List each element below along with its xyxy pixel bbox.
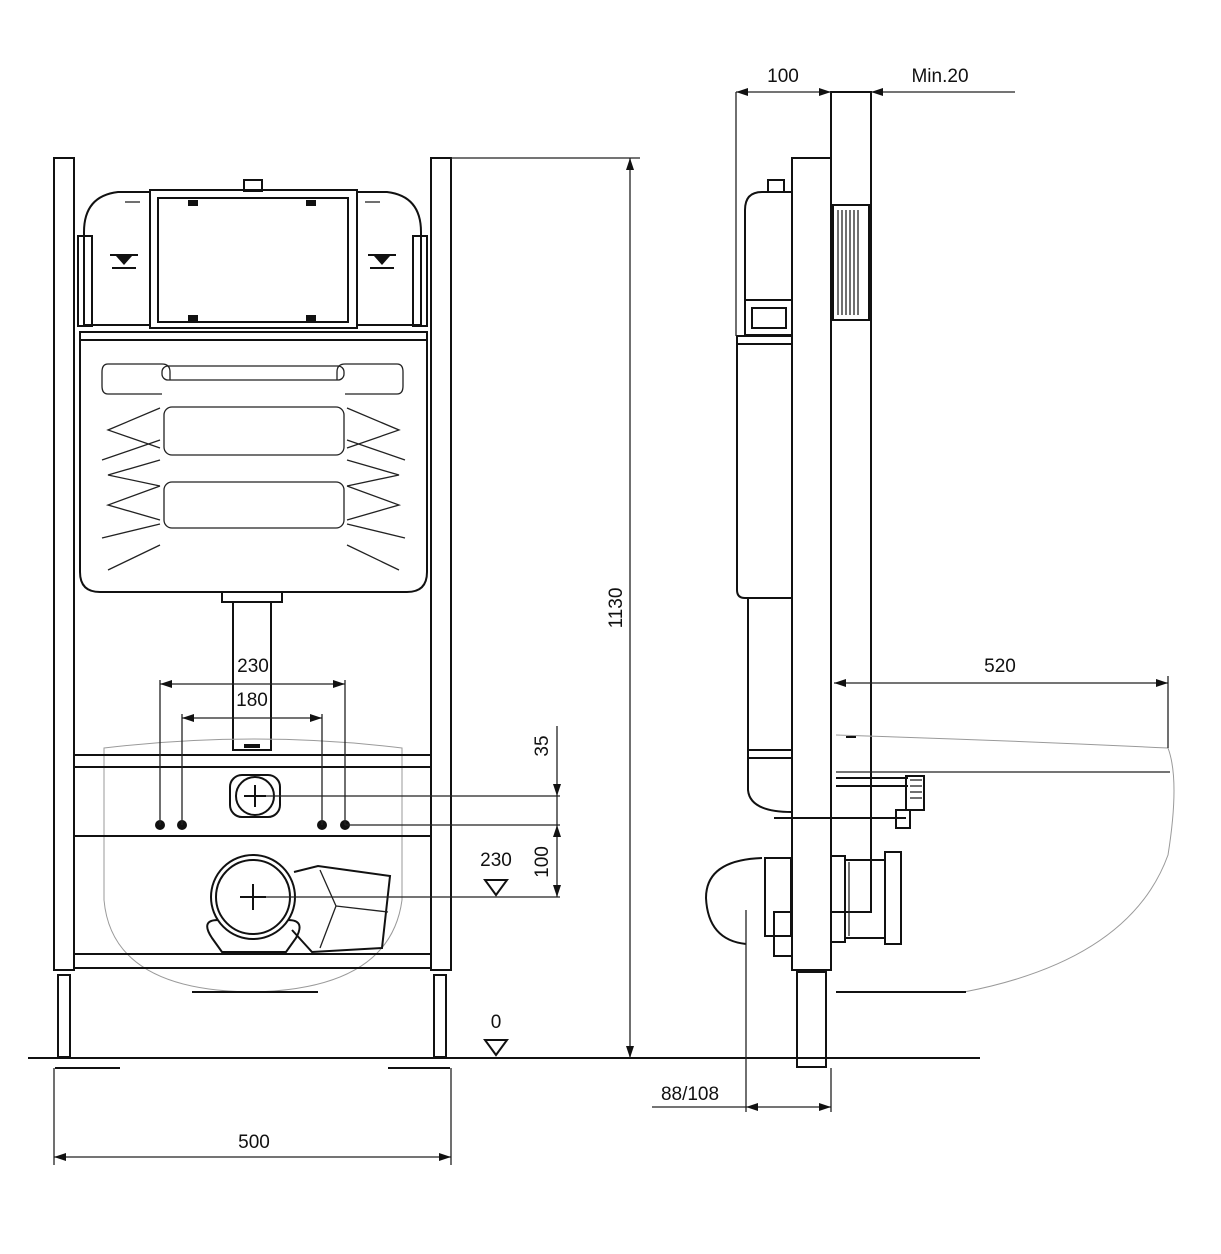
side-inlet bbox=[774, 775, 925, 829]
level-230-label: 230 bbox=[480, 850, 512, 871]
front-view: 500 230 180 35 100 bbox=[28, 157, 980, 1165]
dim-pipe-spacing: 230 180 bbox=[159, 656, 346, 825]
level-0: 0 bbox=[483, 1012, 509, 1057]
side-flush-pipe bbox=[747, 597, 793, 814]
dim-min20-label: Min.20 bbox=[911, 66, 968, 87]
dim-side-100-label: 100 bbox=[767, 66, 799, 87]
dim-vertical-offsets: 35 100 bbox=[266, 726, 561, 898]
flush-plate bbox=[832, 204, 870, 321]
level-230-marker bbox=[483, 879, 509, 897]
dim-100-label: 100 bbox=[532, 846, 553, 878]
dim-520-label: 520 bbox=[984, 656, 1016, 677]
wall bbox=[830, 91, 872, 913]
flush-pipe bbox=[221, 591, 283, 751]
side-cistern bbox=[736, 179, 793, 599]
dim-520: 520 bbox=[834, 656, 1169, 748]
dim-88-108-label: 88/108 bbox=[661, 1084, 719, 1105]
level-0-marker bbox=[483, 1039, 509, 1057]
level-0-label: 0 bbox=[491, 1012, 502, 1033]
dim-1130: 1130 bbox=[451, 157, 640, 1058]
side-view: 100 Min.20 520 88/108 bbox=[652, 66, 1175, 1112]
dim-1130-label: 1130 bbox=[606, 588, 627, 629]
level-230: 230 bbox=[480, 850, 512, 897]
dim-180-label: 180 bbox=[236, 690, 268, 711]
cistern-tank bbox=[79, 331, 428, 593]
frame-column bbox=[791, 157, 832, 1068]
mounting-rails bbox=[73, 754, 432, 993]
dim-88-108: 88/108 bbox=[652, 910, 832, 1112]
bowl-ghost bbox=[835, 734, 1175, 993]
dim-230-label: 230 bbox=[237, 656, 269, 677]
dim-500-label: 500 bbox=[238, 1132, 270, 1153]
wc-pan-ghost bbox=[103, 738, 403, 993]
dim-35-label: 35 bbox=[532, 735, 553, 756]
side-waste-pipe bbox=[704, 851, 902, 957]
dim-side-100: 100 bbox=[735, 66, 831, 336]
waste-outlet bbox=[206, 854, 392, 954]
dim-min20: Min.20 bbox=[871, 66, 1015, 96]
cistern-housing bbox=[77, 179, 428, 329]
right-upright bbox=[388, 157, 452, 1069]
dim-500: 500 bbox=[53, 1068, 452, 1165]
left-upright bbox=[53, 157, 120, 1069]
wall-bolts bbox=[155, 820, 350, 830]
